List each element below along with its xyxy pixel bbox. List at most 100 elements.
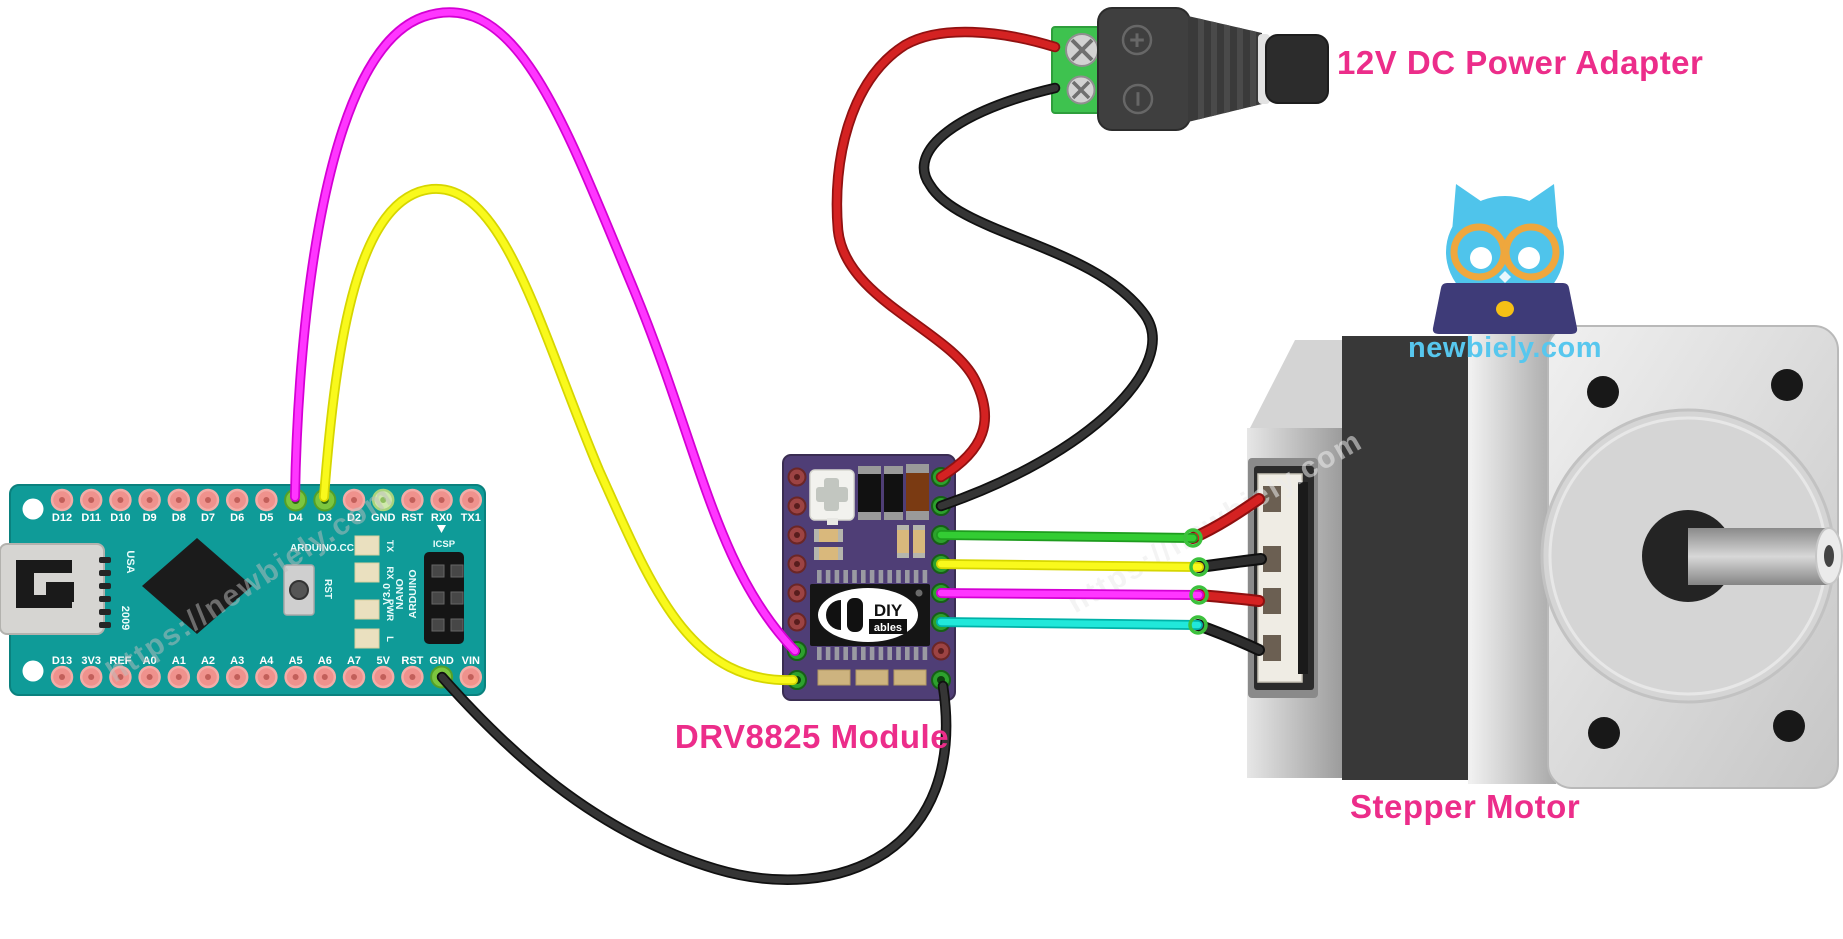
board-leds: TX RX PWR L — [354, 535, 395, 649]
motor-center-band — [1342, 336, 1472, 780]
pin-hole — [351, 674, 357, 680]
pin-label: 5V — [376, 655, 390, 667]
wire-power-negative — [918, 82, 1158, 512]
smd-resistors — [814, 525, 925, 560]
dc-power-adapter: + − — [1051, 7, 1329, 131]
pin-hole — [409, 497, 416, 503]
rib — [1237, 16, 1243, 122]
pin-label: RX0 — [431, 512, 452, 524]
l-led — [354, 628, 380, 649]
mounting-hole — [22, 660, 44, 682]
usb-pin-mark — [99, 622, 111, 628]
pin-hole — [175, 674, 182, 680]
smd-capacitors — [858, 464, 929, 520]
pin-label: D4 — [289, 512, 304, 524]
pin-hole — [234, 674, 241, 680]
led-label-tx: TX — [384, 540, 395, 553]
mounting-hole — [1588, 717, 1620, 749]
icsp-pin — [431, 618, 445, 632]
chip-logo-bottom: ables — [874, 622, 902, 634]
pad-hole — [938, 648, 944, 654]
pin-hole — [351, 497, 357, 503]
pin-label: D8 — [172, 512, 186, 524]
rib — [1224, 16, 1230, 122]
icsp-pin — [431, 591, 445, 605]
led-label-pwr: PWR — [384, 599, 395, 621]
motor-connector — [1248, 458, 1318, 698]
pad-hole — [794, 619, 800, 625]
chip-leg — [843, 647, 848, 660]
chip-leg — [905, 647, 910, 660]
silk-model-nano: NANO — [394, 579, 406, 610]
pwr-led — [354, 599, 380, 620]
pin-label: D12 — [52, 512, 72, 524]
diyables-mark-icon — [826, 600, 841, 630]
pin-hole — [205, 674, 211, 680]
power-adapter-label: 12V DC Power Adapter — [1337, 44, 1703, 81]
pin-label: TX1 — [461, 512, 481, 524]
pin-hole — [146, 674, 153, 680]
polarity-negative-icon — [1122, 83, 1154, 115]
chip-leg — [852, 570, 857, 583]
reset-button — [283, 564, 315, 616]
rib — [1211, 16, 1217, 122]
pin-hole — [205, 497, 211, 503]
wire-logic-ground — [436, 671, 952, 885]
chip-leg — [869, 647, 875, 660]
usb-pin-mark — [99, 583, 111, 589]
terminal-screw-positive — [1065, 33, 1099, 67]
rib — [1250, 16, 1256, 122]
mounting-hole — [22, 498, 44, 520]
silk-brand: ARDUINO.CC — [290, 543, 354, 554]
chip-leg — [852, 647, 857, 660]
pad-hole — [794, 503, 800, 509]
pin-label: D11 — [81, 512, 101, 524]
pin-hole — [117, 674, 124, 680]
wire-motor-magenta — [936, 588, 1204, 600]
rx-led — [354, 562, 380, 583]
chip-leg — [913, 570, 919, 583]
polarity-negative-mark: − — [1123, 91, 1153, 107]
mounting-hole — [1773, 710, 1805, 742]
owl-eye-icon — [1518, 247, 1540, 269]
connector-slot — [1263, 486, 1281, 512]
chip-leg — [817, 647, 822, 660]
bottom-solder-pads — [817, 669, 927, 686]
wires-layer — [290, 7, 1267, 885]
pin-hole — [234, 497, 241, 503]
arduino-nano-board: USA 2009 RST ARDUINO.CC TX RX PWR L ARDU… — [0, 484, 486, 696]
barrel-plug — [1265, 34, 1329, 104]
pin-hole — [380, 674, 387, 680]
pin-hole — [380, 497, 387, 503]
owl-eye-icon — [1470, 247, 1492, 269]
terminal-screw-negative — [1066, 75, 1096, 105]
rib — [1198, 16, 1204, 122]
pin-hole — [117, 497, 124, 503]
pin-hole — [146, 497, 153, 503]
chip-leg — [922, 570, 928, 583]
driver-ic-chip: DIY ables — [810, 584, 930, 646]
pad-hole — [794, 590, 800, 596]
pin-hole — [59, 497, 65, 503]
pin-label: RST — [401, 655, 423, 667]
site-name: newbiely.com — [1408, 332, 1602, 364]
chip-leg — [861, 570, 866, 583]
chip-leg — [817, 570, 822, 583]
newbiely-logo: newbiely.com — [1408, 184, 1602, 364]
pin-label: A0 — [143, 655, 157, 667]
mcu-chip — [142, 538, 252, 634]
chip-leg — [922, 647, 928, 660]
icsp-pins — [431, 564, 464, 632]
pin-label: D6 — [230, 512, 244, 524]
pin-label: D10 — [110, 512, 130, 524]
pin-label: RST — [401, 512, 423, 524]
pin-hole — [263, 674, 270, 680]
pin-hole — [321, 674, 328, 680]
pin-hole — [467, 497, 474, 503]
usb-port-center — [46, 582, 74, 602]
pin-hole — [263, 497, 270, 503]
pin-hole — [438, 497, 445, 503]
